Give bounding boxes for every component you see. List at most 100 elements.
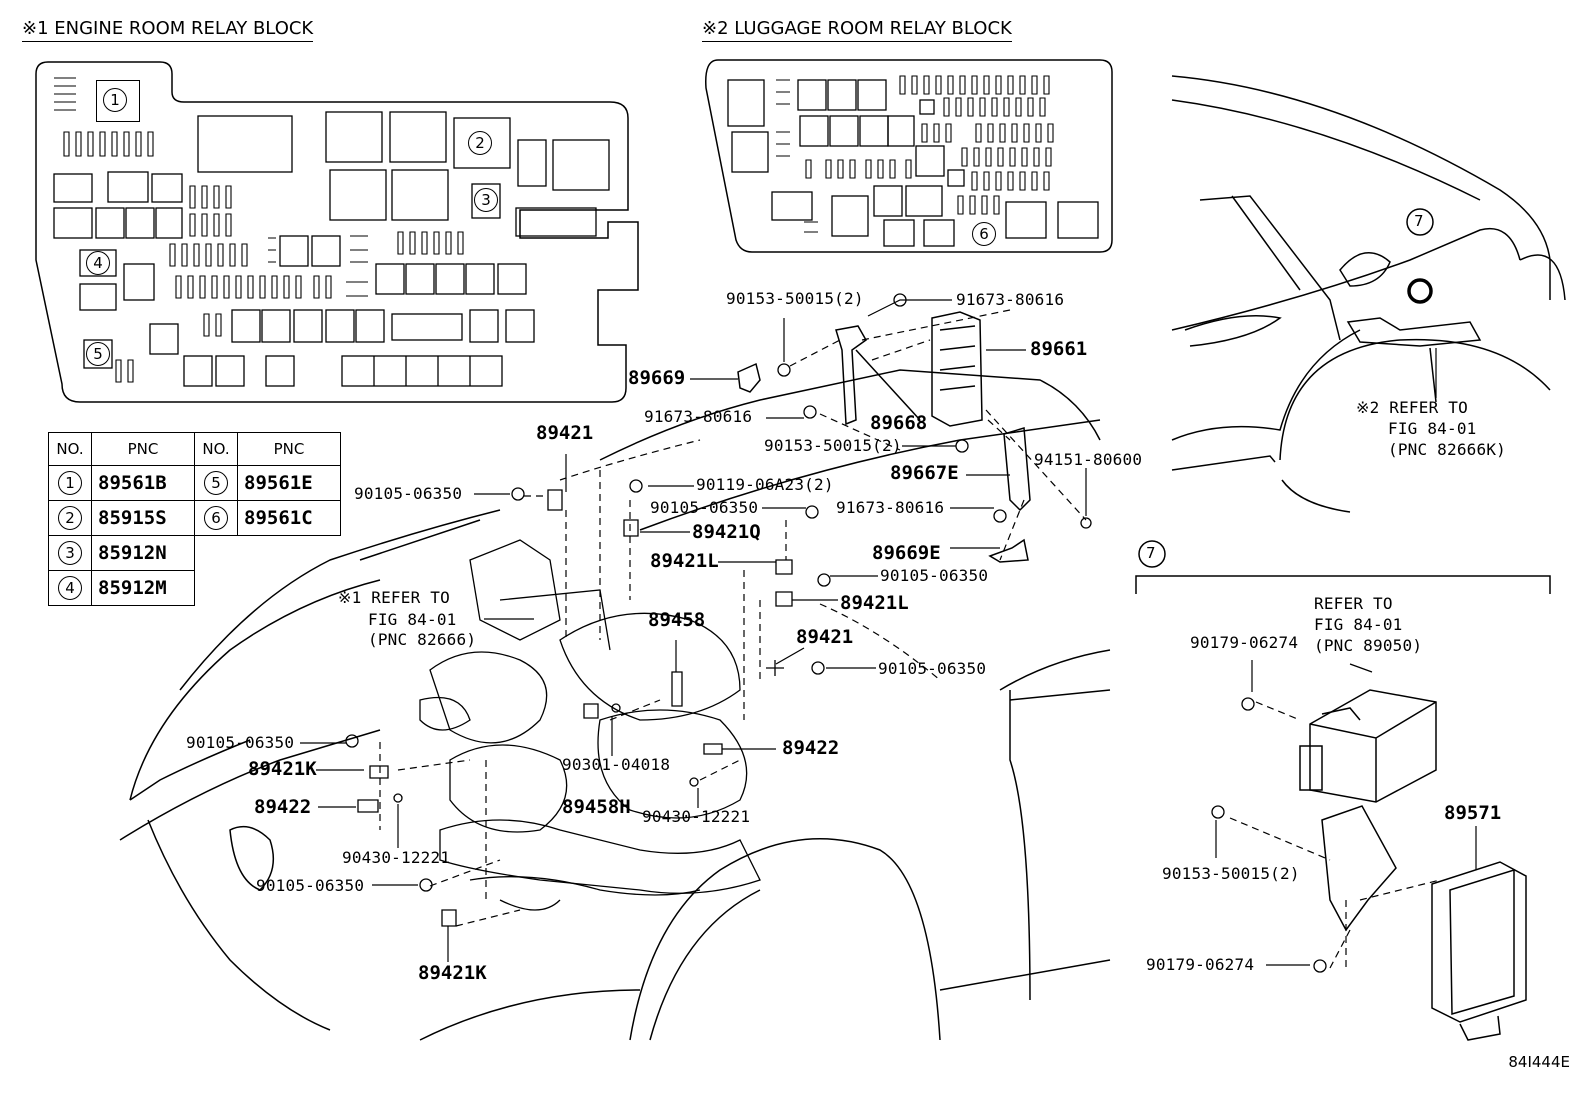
bracket-89669-art xyxy=(737,362,761,393)
inset-fasteners xyxy=(1211,697,1327,973)
part-label: 90153-50015(2) xyxy=(1162,864,1300,883)
luggage-relay-block-components xyxy=(727,79,1099,247)
relay-marker-2: 2 xyxy=(468,131,492,155)
row-pnc: 89561E xyxy=(237,465,341,501)
engine-relay-block-fuses xyxy=(54,77,464,383)
engine-assembly-art xyxy=(419,539,761,911)
part-label: 89458 xyxy=(648,609,706,631)
car-rear-view xyxy=(1171,75,1566,513)
part-label: 90105-06350 xyxy=(186,733,295,752)
marker-7-car-circle xyxy=(1406,208,1434,236)
part-label: 89421L xyxy=(650,550,719,572)
marker-7-car-label: 7 xyxy=(1414,212,1424,230)
ecu-89571-art xyxy=(1431,861,1527,1041)
engine-relay-block-components xyxy=(53,111,610,387)
refer-note-3-line2: FIG 84-01 xyxy=(1314,615,1403,634)
pnc-table: NO. PNC NO. PNC 1 89561B 5 89561E 2 8591… xyxy=(48,432,341,606)
part-label: 89669 xyxy=(628,367,686,389)
part-label: 90179-06274 xyxy=(1146,955,1255,974)
table-header-no-2: NO. xyxy=(194,432,238,466)
dashed-assembly-lines xyxy=(379,309,1441,970)
relay-marker-1-box xyxy=(96,80,140,122)
row-no: 2 xyxy=(58,506,82,530)
row-pnc: 89561B xyxy=(91,465,195,501)
relay-marker-3: 3 xyxy=(474,188,498,212)
part-label: 91673-80616 xyxy=(836,498,945,517)
part-label: 90430-12221 xyxy=(342,848,451,867)
part-label: 90105-06350 xyxy=(880,566,989,585)
part-label: 89422 xyxy=(782,737,840,759)
refer-note-2-line3: (PNC 82666K) xyxy=(1388,440,1506,459)
row-no: 6 xyxy=(204,506,228,530)
inset-7-bracket xyxy=(1135,575,1551,594)
part-label: 89669E xyxy=(872,542,941,564)
row-pnc: 85912N xyxy=(91,535,195,571)
part-label: 89422 xyxy=(254,796,312,818)
module-89050-art xyxy=(1299,689,1437,803)
car-front-body xyxy=(119,369,1111,1041)
part-label: 89421K xyxy=(248,758,317,780)
row-pnc: 85912M xyxy=(91,570,195,606)
marker-7-box-circle xyxy=(1138,540,1166,568)
row-no: 3 xyxy=(58,541,82,565)
refer-note-2-line2: FIG 84-01 xyxy=(1388,419,1477,438)
part-label: 89421 xyxy=(796,626,854,648)
row-pnc: 89561C xyxy=(237,500,341,536)
part-label: 89421 xyxy=(536,422,594,444)
part-label: 91673-80616 xyxy=(644,407,753,426)
part-label: 90430-12221 xyxy=(642,807,751,826)
row-pnc: 85915S xyxy=(91,500,195,536)
row-no: 5 xyxy=(204,471,228,495)
table-header-no: NO. xyxy=(48,432,92,466)
part-label: 90119-06A23(2) xyxy=(696,475,834,494)
part-label: 89667E xyxy=(890,462,959,484)
part-label: 89458H xyxy=(562,796,631,818)
part-label: 90301-04018 xyxy=(562,755,671,774)
table-header-pnc: PNC xyxy=(91,432,195,466)
table-row: 4 85912M xyxy=(48,570,341,606)
part-label: 91673-80616 xyxy=(956,290,1065,309)
part-label: 89668 xyxy=(870,412,928,434)
ecu-89661-art xyxy=(931,311,983,427)
refer-note-1-line2: FIG 84-01 xyxy=(368,610,457,629)
engine-relay-block-outline xyxy=(35,61,639,403)
table-header-pnc-2: PNC xyxy=(237,432,341,466)
bracket-89571-art xyxy=(1321,805,1397,932)
row-no: 4 xyxy=(58,576,82,600)
luggage-block-bracket-art xyxy=(1346,317,1482,403)
part-label: 90105-06350 xyxy=(354,484,463,503)
relay-marker-6: 6 xyxy=(972,222,996,246)
figure-code: 84I444E xyxy=(1508,1053,1570,1071)
relay-marker-1: 1 xyxy=(103,88,127,112)
part-label: 89661 xyxy=(1030,338,1088,360)
part-label: 89421K xyxy=(418,962,487,984)
bracket-89669E-art xyxy=(988,538,1029,563)
refer-note-1-line1: ※1 REFER TO xyxy=(338,588,450,607)
refer-note-1-line3: (PNC 82666) xyxy=(368,630,477,649)
relay-marker-4: 4 xyxy=(86,251,110,275)
engine-relay-block-title: ※1 ENGINE ROOM RELAY BLOCK xyxy=(22,18,314,42)
row-no: 1 xyxy=(58,471,82,495)
part-label: 89421L xyxy=(840,592,909,614)
part-label: 89571 xyxy=(1444,802,1502,824)
luggage-relay-block-outline xyxy=(705,59,1113,253)
relay-marker-5: 5 xyxy=(86,342,110,366)
part-label: 90105-06350 xyxy=(878,659,987,678)
table-row: 3 85912N xyxy=(48,535,341,571)
luggage-relay-block-title: ※2 LUGGAGE ROOM RELAY BLOCK xyxy=(702,18,1012,42)
bracket-89668-art xyxy=(835,325,921,426)
table-row: 2 85915S 6 89561C xyxy=(48,500,341,536)
bracket-89667E-art xyxy=(1003,427,1031,512)
part-label: 94151-80600 xyxy=(1034,450,1143,469)
part-label: 90179-06274 xyxy=(1190,633,1299,652)
refer-note-3-line1: REFER TO xyxy=(1314,594,1393,613)
part-label: 90105-06350 xyxy=(650,498,759,517)
part-label: 90153-50015(2) xyxy=(726,289,864,308)
marker-7-car-dot xyxy=(1407,278,1433,304)
table-row: 1 89561B 5 89561E xyxy=(48,465,341,501)
leader-lines xyxy=(300,299,1477,966)
fastener-symbols xyxy=(345,293,1092,927)
refer-note-2-line1: ※2 REFER TO xyxy=(1356,398,1468,417)
part-label: 89421Q xyxy=(692,521,761,543)
